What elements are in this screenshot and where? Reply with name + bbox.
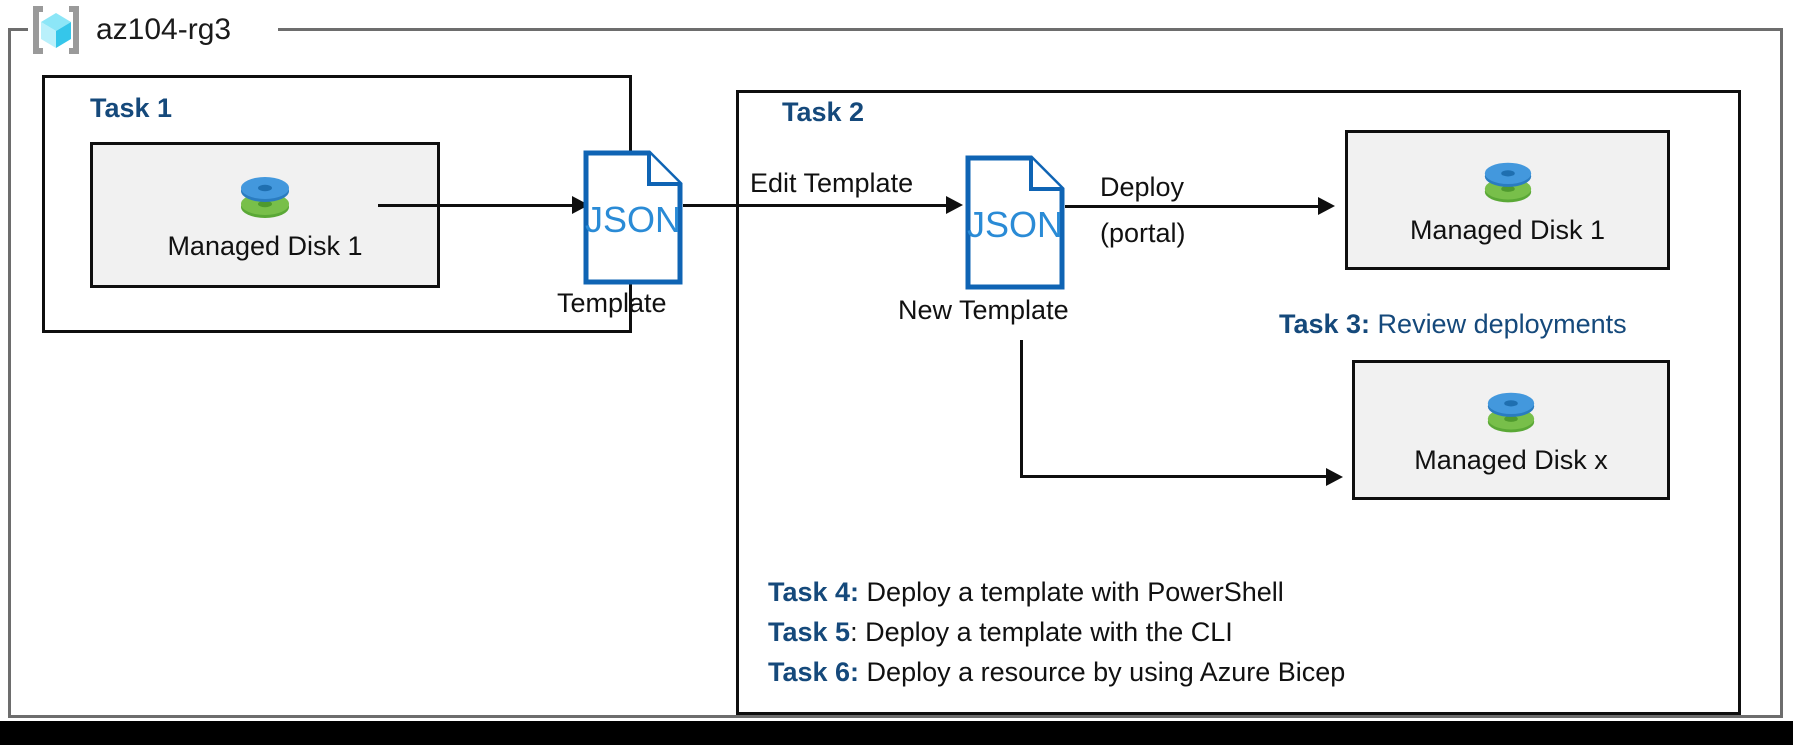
new-template-json-document-icon: JSON: [965, 155, 1065, 295]
resource-group-name: az104-rg3: [96, 13, 232, 46]
managed-disk-1-source-label: Managed Disk 1: [167, 230, 363, 261]
managed-disk-1-source-box: Managed Disk 1: [90, 142, 440, 288]
deploy-portal-edge-sublabel: (portal): [1100, 218, 1186, 248]
task-4-text: Deploy a template with PowerShell: [859, 577, 1284, 607]
task-5-text: : Deploy a template with the CLI: [850, 617, 1233, 647]
resource-group-label: az104-rg3: [28, 2, 242, 58]
task-2-heading: Task 2: [782, 97, 865, 127]
task-5-label: Task 5: [768, 617, 851, 647]
deploy-other-connector-vertical: [1020, 340, 1023, 478]
template-json-document-icon: JSON: [583, 150, 683, 290]
task-1-heading: Task 1: [90, 93, 173, 123]
deploy-other-arrow-head: [1326, 468, 1343, 486]
svg-text:JSON: JSON: [967, 204, 1063, 245]
managed-disk-icon: [1481, 385, 1541, 443]
resource-group-frame-top-left: [8, 28, 28, 31]
task-4-note: Task 4: Deploy a template with PowerShel…: [768, 577, 1284, 608]
managed-disk-x-deployed-box: Managed Disk x: [1352, 360, 1670, 500]
managed-disk-1-deployed-box: Managed Disk 1: [1345, 130, 1670, 270]
resource-group-cube-icon: [28, 2, 84, 58]
task-3-note: Task 3: Review deployments: [1279, 309, 1627, 340]
deploy-portal-arrow-line: [1065, 205, 1327, 208]
deploy-other-connector-horizontal: [1020, 475, 1335, 478]
managed-disk-1-deployed-label: Managed Disk 1: [1409, 214, 1606, 245]
export-template-arrow-line: [378, 204, 574, 207]
edit-template-arrow-head: [946, 196, 963, 214]
svg-text:JSON: JSON: [585, 199, 681, 240]
template-caption: Template: [557, 288, 667, 318]
task-2-panel: [736, 90, 1741, 715]
edit-template-arrow-line: [683, 204, 958, 207]
task-3-label: Task 3:: [1279, 309, 1371, 339]
task-6-note: Task 6: Deploy a resource by using Azure…: [768, 657, 1345, 688]
task-6-text: Deploy a resource by using Azure Bicep: [859, 657, 1346, 687]
task-5-note: Task 5: Deploy a template with the CLI: [768, 617, 1233, 648]
bottom-bar: [0, 721, 1793, 745]
resource-group-frame: [8, 28, 1783, 718]
task-6-label: Task 6:: [768, 657, 860, 687]
deploy-portal-arrow-head: [1318, 197, 1335, 215]
managed-disk-icon: [1478, 155, 1538, 213]
deploy-portal-edge-label: Deploy: [1100, 172, 1185, 202]
managed-disk-x-deployed-label: Managed Disk x: [1414, 444, 1608, 475]
resource-group-frame-top-right: [278, 28, 1783, 31]
task-4-label: Task 4:: [768, 577, 860, 607]
task-3-text: Review deployments: [1370, 309, 1627, 339]
edit-template-edge-label: Edit Template: [750, 168, 914, 198]
managed-disk-icon: [234, 169, 296, 229]
new-template-caption: New Template: [898, 295, 1069, 325]
